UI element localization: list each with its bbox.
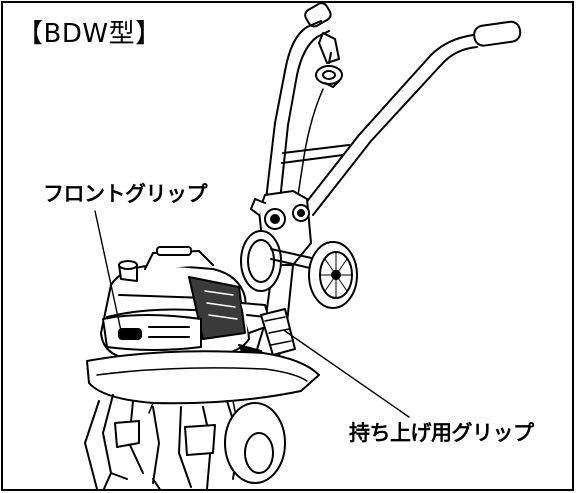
tine-cover xyxy=(86,350,320,414)
lift-grip-label: 持ち上げ用グリップ xyxy=(349,421,534,445)
lift-grip-leader xyxy=(284,330,410,418)
cultivator-illustration xyxy=(84,3,522,489)
transport-wheels xyxy=(240,230,358,309)
handle-assembly xyxy=(264,3,522,262)
front-grip-leader xyxy=(94,210,122,332)
tines xyxy=(84,394,286,489)
model-title: 【BDW型】 xyxy=(17,19,162,49)
callout-leaders xyxy=(94,210,410,418)
front-grip-label: フロントグリップ xyxy=(43,182,208,206)
